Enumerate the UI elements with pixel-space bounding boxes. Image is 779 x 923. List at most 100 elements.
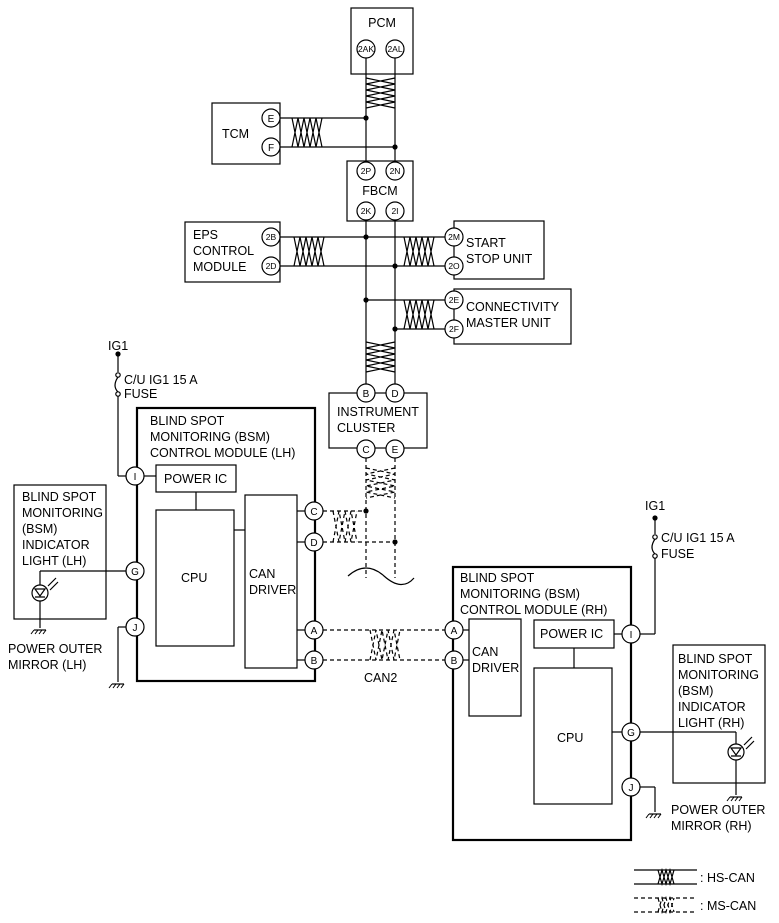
bsm-rh-pin-j: J — [621, 777, 641, 797]
pin-label: 2I — [391, 206, 398, 216]
pin-label: 2D — [266, 261, 277, 271]
bsm-rh-can-driver-box — [468, 618, 522, 717]
eps-pin-2b: 2B — [261, 227, 281, 247]
connectivity-label-1: CONNECTIVITY — [466, 300, 560, 314]
indicator-rh-wiring — [640, 731, 755, 802]
bsm-lh-pin-c: C — [304, 501, 324, 521]
start-stop-wires — [366, 236, 454, 267]
indicator-rh-label-1: BLIND SPOT — [678, 652, 753, 666]
tcm-label: TCM — [222, 127, 249, 141]
fuse-rh-label-2: FUSE — [661, 547, 694, 561]
bsm-lh-cpu-box — [155, 509, 235, 647]
pin-label: I — [630, 630, 633, 641]
fbcm-label: FBCM — [362, 184, 397, 198]
bsm-rh-label-3: CONTROL MODULE (RH) — [460, 603, 607, 617]
tcm-box — [211, 102, 281, 165]
connectivity-pin-2f: 2F — [444, 319, 464, 339]
indicator-lh-box — [13, 484, 107, 620]
pin-label: E — [392, 445, 399, 456]
pcm-pin-2al: 2AL — [385, 39, 405, 59]
bsm-lh-label-3: CONTROL MODULE (LH) — [150, 446, 295, 460]
legend-ms-can-label: : MS-CAN — [700, 899, 756, 913]
pin-label: F — [268, 143, 274, 154]
pcm-label: PCM — [368, 16, 396, 30]
pin-label: J — [629, 783, 634, 794]
ms-can-wires — [323, 458, 415, 586]
bsm-rh-pin-g: G — [621, 722, 641, 742]
can2-label: CAN2 — [364, 671, 397, 685]
pin-label: A — [311, 626, 318, 637]
cluster-pin-d: D — [385, 383, 405, 403]
pin-label: 2AL — [387, 44, 402, 54]
fbcm-pin-2n: 2N — [385, 161, 405, 181]
pin-label: A — [451, 626, 458, 637]
start-stop-twist — [403, 236, 435, 267]
tcm-twist — [291, 117, 323, 148]
can2-twist — [369, 629, 401, 661]
mirror-rh-label-1: POWER OUTER — [671, 803, 765, 817]
bsm-lh-pin-i: I — [125, 466, 145, 486]
eps-label-3: MODULE — [193, 260, 246, 274]
ms-can-lh-twist — [332, 510, 358, 543]
bsm-lh-can-driver-label-1: CAN — [249, 567, 275, 581]
eps-box — [184, 221, 281, 283]
ground-lh — [108, 626, 127, 689]
start-stop-box — [453, 220, 545, 280]
tcm-wires — [280, 115, 398, 150]
bsm-lh-pin-g: G — [125, 561, 145, 581]
indicator-lh-label-5: LIGHT (LH) — [22, 554, 86, 568]
connectivity-twist — [403, 299, 435, 330]
indicator-rh-label-2: MONITORING — [678, 668, 759, 682]
mirror-lh-label-1: POWER OUTER — [8, 642, 102, 656]
pin-label: C — [310, 507, 317, 518]
pin-label: 2N — [390, 166, 401, 176]
pin-label: 2M — [448, 232, 460, 242]
fbcm-to-cluster-wires — [365, 220, 396, 384]
pin-label: B — [311, 656, 318, 667]
ig1-rh-label: IG1 — [645, 499, 665, 513]
cluster-pin-e: E — [385, 439, 405, 459]
pin-label: C — [362, 445, 369, 456]
tcm-pin-f: F — [261, 137, 281, 157]
power-lh — [114, 351, 127, 477]
indicator-lh-label-3: (BSM) — [22, 522, 57, 536]
pin-label: 2F — [449, 324, 459, 334]
indicator-rh-label-4: INDICATOR — [678, 700, 746, 714]
pin-label: E — [268, 114, 275, 125]
bsm-lh-can-driver-box — [244, 494, 298, 669]
cluster-pin-b: B — [356, 383, 376, 403]
power-rh — [640, 515, 658, 635]
internal-lines — [143, 475, 622, 733]
fuse-lh-label-1: C/U IG1 15 A — [124, 373, 198, 387]
pcm-twist — [365, 77, 396, 109]
cluster-twist — [365, 341, 396, 373]
connectivity-wires — [363, 297, 454, 332]
pin-label: B — [363, 389, 370, 400]
indicator-rh-label-3: (BSM) — [678, 684, 713, 698]
indicator-lh-label-4: INDICATOR — [22, 538, 90, 552]
bsm-rh-pin-b: B — [444, 650, 464, 670]
bsm-rh-label-1: BLIND SPOT — [460, 571, 535, 585]
fbcm-pin-2p: 2P — [356, 161, 376, 181]
bsm-lh-pin-d: D — [304, 532, 324, 552]
bsm-rh-cpu-label: CPU — [557, 731, 583, 745]
eps-twist — [293, 236, 325, 267]
bsm-rh-can-driver-label-2: DRIVER — [472, 661, 519, 675]
bsm-rh-pin-a: A — [444, 620, 464, 640]
ig1-lh-label: IG1 — [108, 339, 128, 353]
legend-ms-can: : MS-CAN — [634, 895, 756, 915]
bsm-lh-pin-j: J — [125, 617, 145, 637]
legend-hs-can-label: : HS-CAN — [700, 871, 755, 885]
cluster-label-2: CLUSTER — [337, 421, 395, 435]
pin-label: 2K — [361, 206, 372, 216]
connectivity-label-2: MASTER UNIT — [466, 316, 551, 330]
bsm-rh-box — [451, 565, 633, 842]
mirror-lh-label-2: MIRROR (LH) — [8, 658, 86, 672]
cluster-label-1: INSTRUMENT — [337, 405, 419, 419]
indicator-lh-label-1: BLIND SPOT — [22, 490, 97, 504]
eps-label-2: CONTROL — [193, 244, 254, 258]
fbcm-box — [346, 160, 414, 222]
connectivity-pin-2e: 2E — [444, 290, 464, 310]
ms-can-cluster-twist — [365, 467, 396, 499]
